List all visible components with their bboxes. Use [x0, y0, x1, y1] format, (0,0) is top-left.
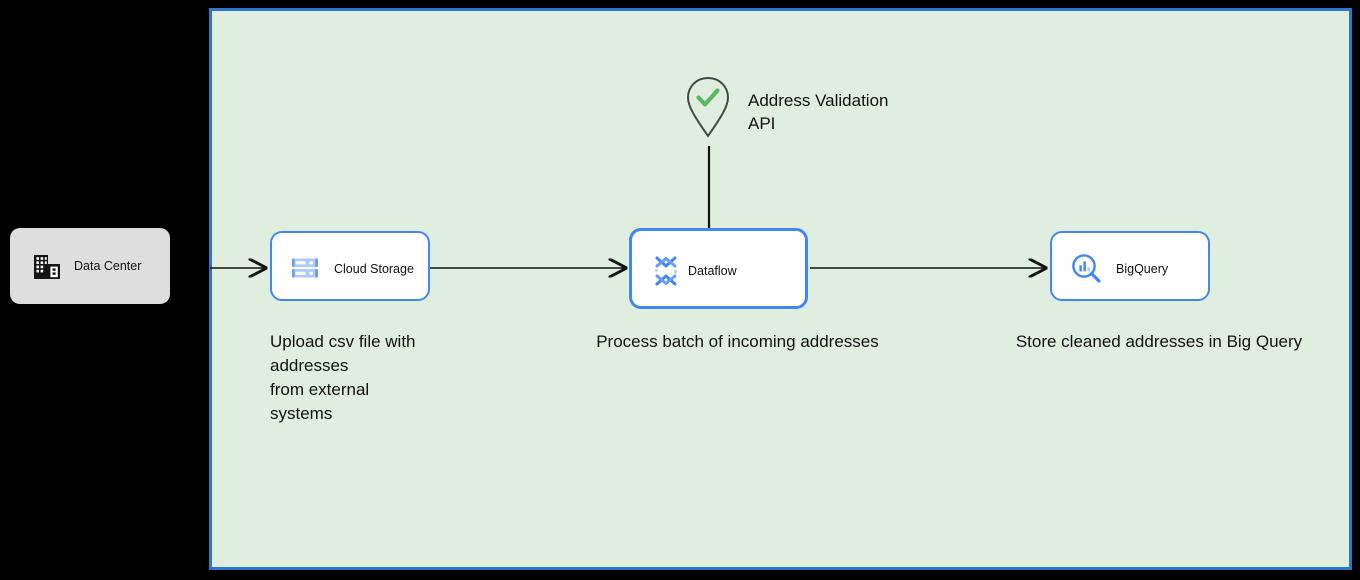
node-cloud-storage-label: Cloud Storage	[334, 262, 414, 276]
node-bigquery[interactable]: BigQuery	[1050, 231, 1210, 301]
node-data-center[interactable]: Data Center	[10, 228, 170, 304]
caption-bigquery: Store cleaned addresses in Big Query	[1015, 332, 1303, 351]
caption-cloud-storage: Upload csv file with addresses from exte…	[270, 332, 416, 423]
caption-dataflow: Process batch of incoming addresses	[596, 332, 879, 351]
data-center-icon	[32, 252, 62, 282]
node-bigquery-label: BigQuery	[1116, 262, 1169, 276]
bigquery-icon	[1070, 252, 1102, 284]
cloud-storage-icon	[290, 253, 320, 283]
map-pin-check-icon[interactable]	[684, 76, 732, 138]
node-cloud-storage[interactable]: Cloud Storage	[270, 231, 430, 301]
node-data-center-label: Data Center	[74, 259, 142, 273]
node-dataflow[interactable]: Dataflow	[629, 228, 808, 309]
address-validation-api-label: Address Validation API	[748, 91, 889, 133]
node-dataflow-label: Dataflow	[688, 264, 737, 278]
dataflow-icon	[650, 255, 682, 287]
